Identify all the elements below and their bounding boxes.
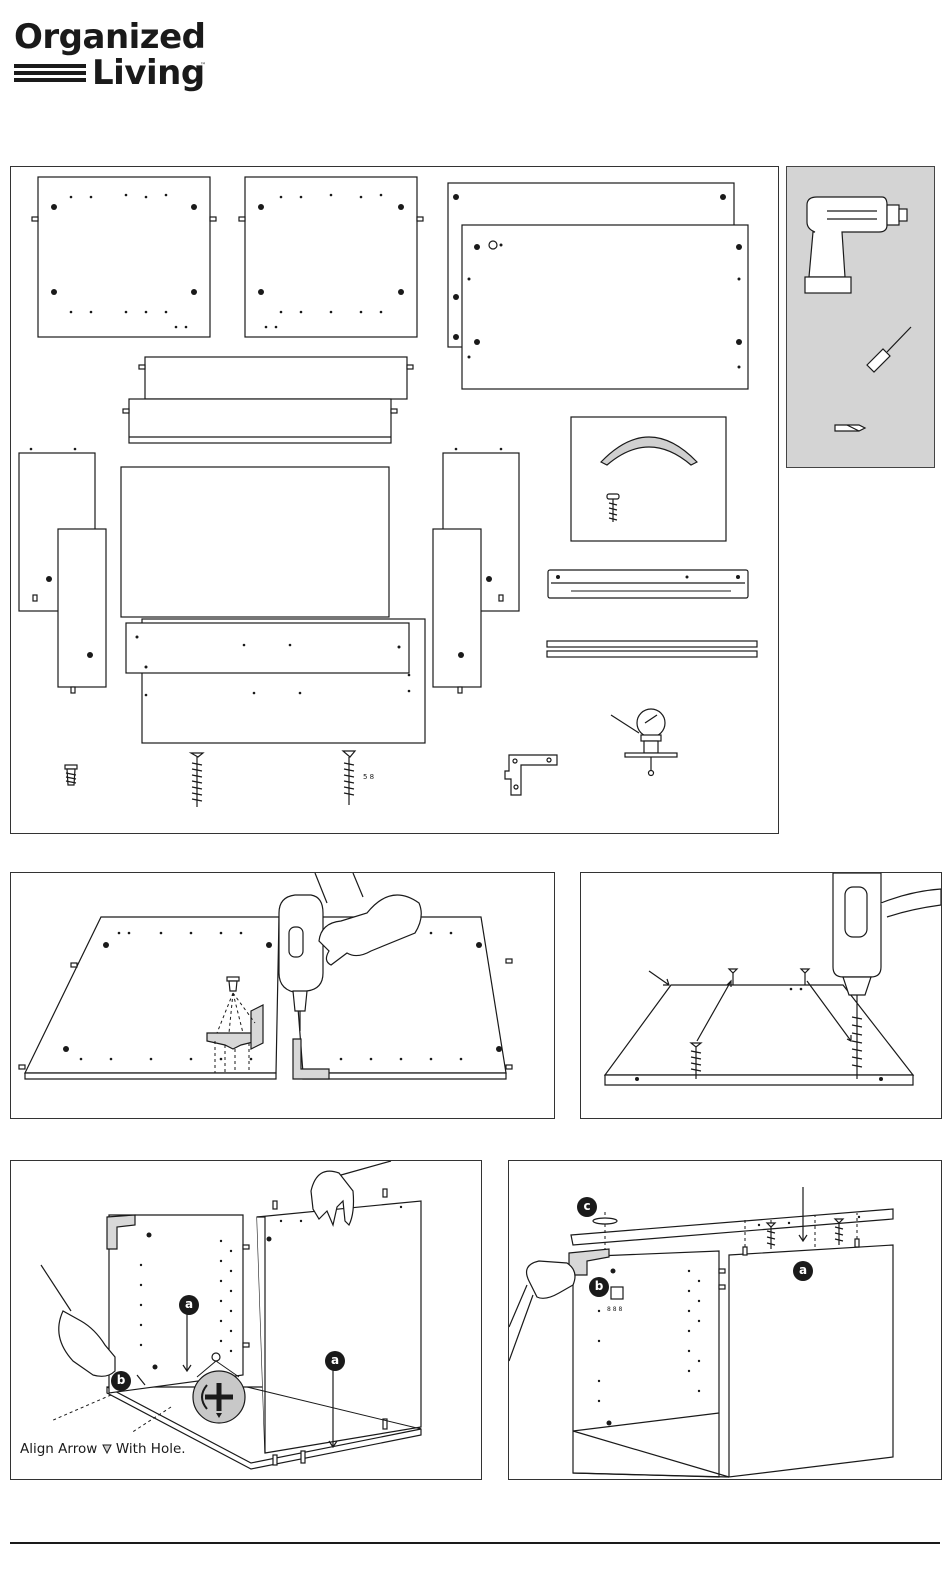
drawer-side-part [58, 529, 106, 687]
brand-stripes-icon [14, 64, 86, 86]
caption-text-before: Align Arrow [20, 1441, 97, 1457]
step4-panel: 8 8 8 c b a [508, 1160, 942, 1480]
handle-card [571, 417, 726, 541]
callout-b: b [111, 1371, 131, 1391]
drawer-front-part [126, 623, 409, 673]
cam-lock-icon [611, 709, 677, 776]
arrow-icon [649, 971, 669, 985]
power-drill-icon [805, 197, 907, 293]
parts-panel: 5 8 [10, 166, 779, 834]
screwdriver-icon [867, 327, 911, 372]
brand-name-line2: Living [92, 54, 205, 92]
arrow-icon [799, 1187, 807, 1241]
brand-name-line1: Organized [14, 18, 206, 56]
cam-screw-icon [65, 765, 77, 785]
drawer-slide-part [548, 570, 748, 598]
callout-a: a [179, 1295, 199, 1315]
drawer-bottom-part [121, 467, 389, 617]
rail-part [547, 641, 757, 647]
caption-text-after: With Hole. [116, 1441, 186, 1457]
drawer-side-part [433, 529, 481, 687]
down-triangle-icon [102, 1444, 112, 1454]
screw-icon [343, 751, 355, 805]
long-screw-icon [191, 753, 203, 807]
callout-b: b [589, 1277, 609, 1297]
cam-lock-icon [611, 1287, 623, 1299]
drill-bit-icon [835, 425, 865, 431]
hand-icon [41, 1265, 115, 1376]
callout-a: a [325, 1351, 345, 1371]
step3-panel: a b a [10, 1160, 482, 1480]
screw-annotation: 5 8 [363, 773, 374, 781]
l-bracket-icon [505, 755, 557, 795]
step2-panel [580, 872, 942, 1119]
footer-rule [10, 1542, 940, 1544]
step1-panel [10, 872, 555, 1119]
side-panel-part [38, 177, 210, 337]
rail-part [547, 651, 757, 657]
hand-icon [509, 1261, 575, 1361]
tools-panel [786, 166, 935, 468]
align-arrow-caption: Align Arrow With Hole. [20, 1441, 186, 1457]
callout-c: c [577, 1197, 597, 1217]
cam-cap-icon [593, 1218, 617, 1224]
brand-trademark: ™ [200, 62, 206, 69]
hinge-labels: 8 8 8 [607, 1306, 622, 1313]
power-drill-icon [833, 873, 941, 1007]
callout-a: a [793, 1261, 813, 1281]
back-panel-part [462, 225, 748, 389]
parts-illustration: 5 8 [11, 167, 778, 833]
brand-logo: Organized Living ™ [14, 18, 204, 98]
shelf-board-part [145, 357, 407, 399]
